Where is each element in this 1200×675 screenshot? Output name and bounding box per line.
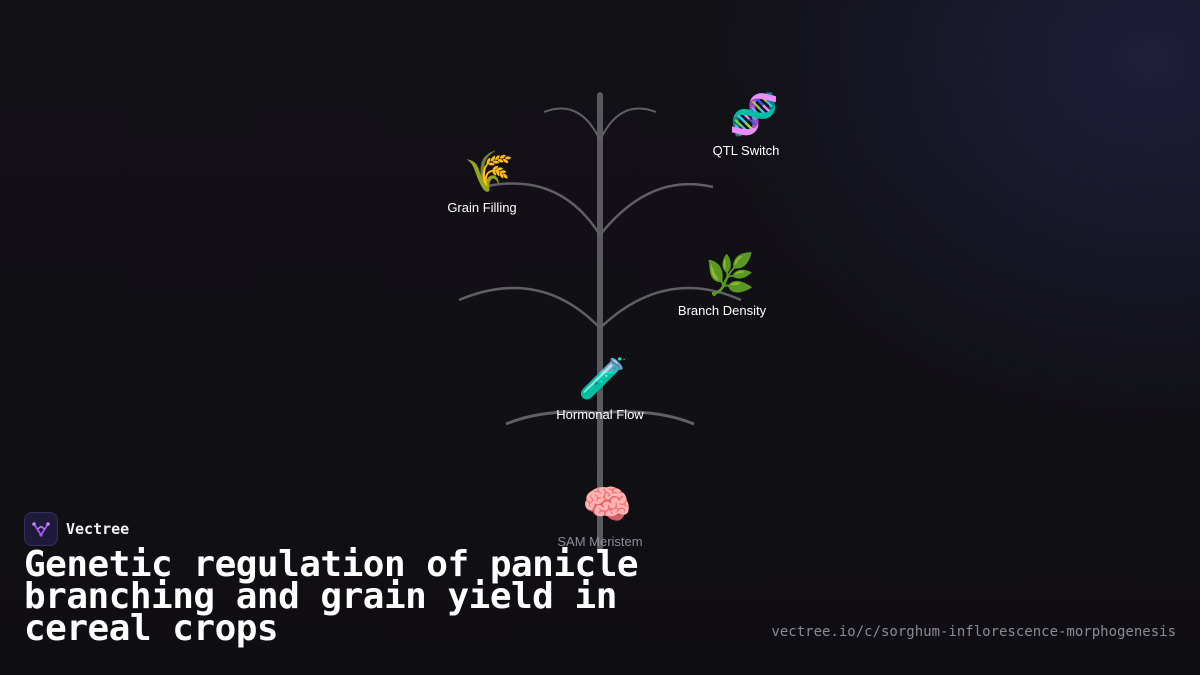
test-tube-icon: 🧪 <box>578 356 628 402</box>
brain-icon: 🧠 <box>582 482 632 528</box>
brand-name: Vectree <box>66 520 130 538</box>
branch-lower-right <box>599 410 695 426</box>
branch-upper-right <box>599 182 714 236</box>
branch-upper-left <box>487 182 602 236</box>
herb-icon: 🌿 <box>705 251 755 298</box>
node-label: QTL Switch <box>713 143 780 158</box>
logo-mark <box>32 522 50 537</box>
node-hormonal-flow[interactable]: 🧪 Hormonal Flow <box>556 356 644 422</box>
page-title: Genetic regulation of panicle branching … <box>24 544 639 649</box>
node-label: Hormonal Flow <box>556 407 644 422</box>
branch-top-right <box>599 107 657 141</box>
branch-middle-left <box>458 286 601 329</box>
branch-top-left <box>543 107 601 141</box>
branch-lower-left <box>505 410 601 426</box>
source-url[interactable]: vectree.io/c/sorghum-inflorescence-morph… <box>771 624 1176 640</box>
brand: Vectree <box>24 512 129 546</box>
branch-middle-right <box>599 286 742 329</box>
node-qtl-switch[interactable]: 🧬 QTL Switch <box>713 90 780 158</box>
node-label: SAM Meristem <box>557 534 642 549</box>
node-grain-filling[interactable]: 🌾 Grain Filling <box>447 149 516 215</box>
vectree-logo-icon <box>24 512 58 546</box>
wheat-icon: 🌾 <box>464 149 514 195</box>
dna-icon: 🧬 <box>729 90 779 138</box>
node-branch-density[interactable]: 🌿 Branch Density <box>678 251 767 318</box>
node-sam-meristem[interactable]: 🧠 SAM Meristem <box>557 482 642 549</box>
node-label: Branch Density <box>678 303 767 318</box>
node-label: Grain Filling <box>447 200 516 215</box>
